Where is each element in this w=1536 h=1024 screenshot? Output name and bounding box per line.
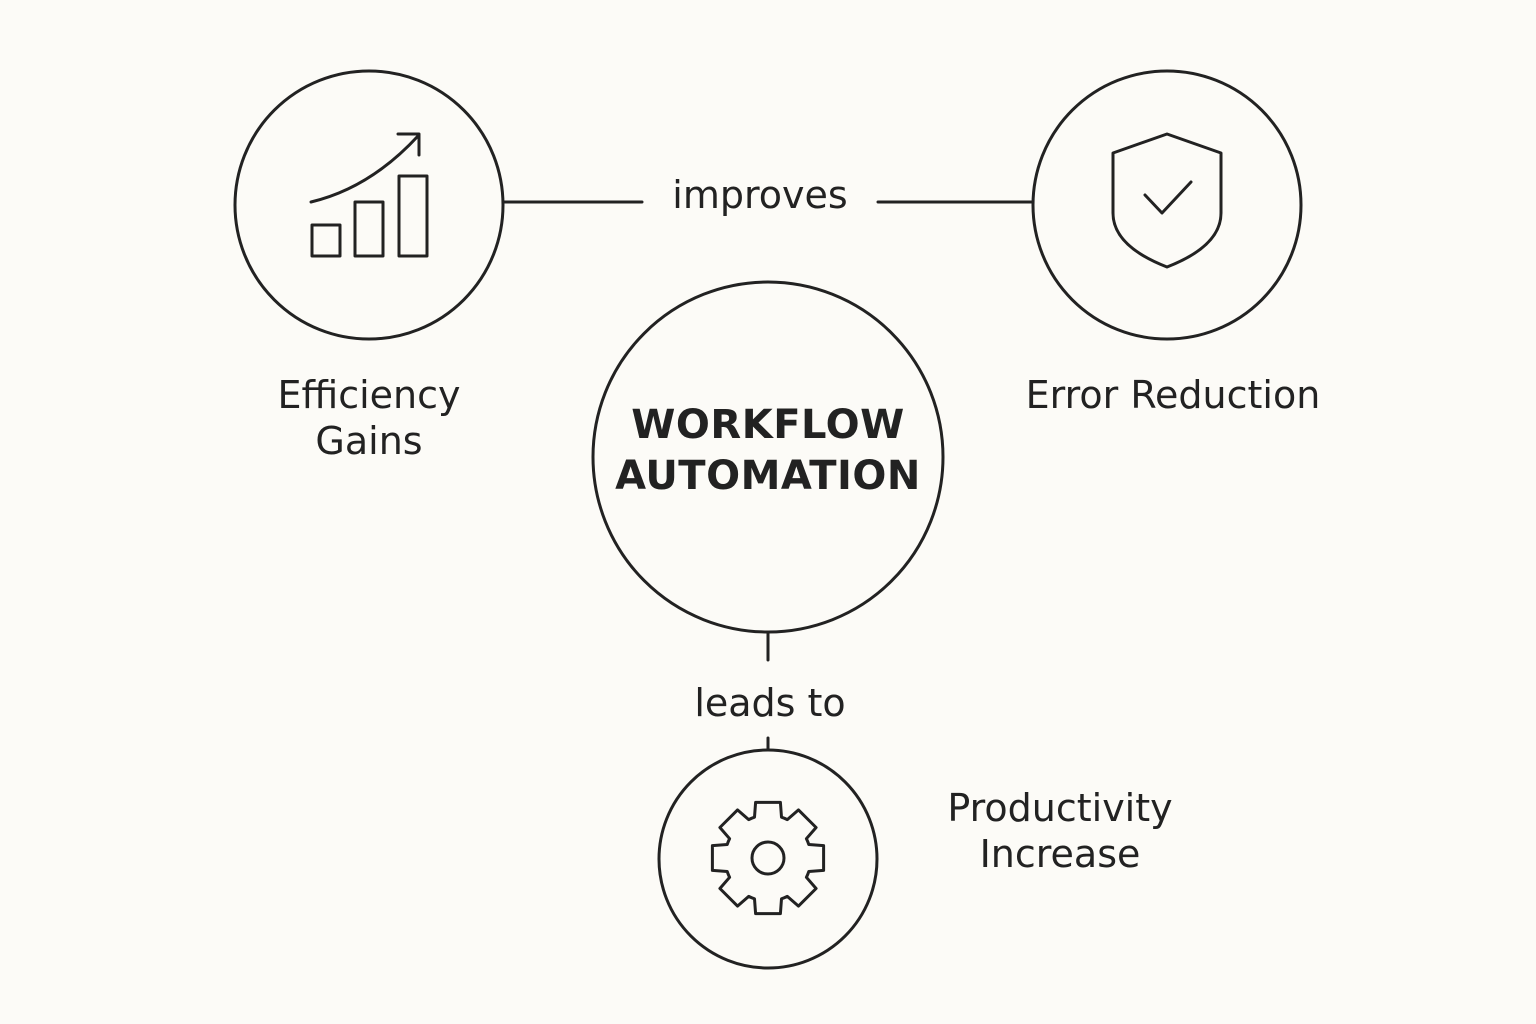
gear-icon	[710, 800, 826, 916]
efficiency-gains-label: Efficiency Gains	[269, 372, 469, 465]
center-label-line1: WORKFLOW	[631, 402, 905, 448]
shield-check-icon	[1111, 132, 1223, 269]
center-node-circle	[591, 280, 945, 634]
bar-chart-growth-icon	[309, 132, 429, 258]
error-reduction-label: Error Reduction	[1013, 372, 1333, 418]
leads-to-edge-label: leads to	[670, 680, 870, 726]
productivity-increase-label: Productivity Increase	[930, 785, 1190, 878]
leads-to-edge-label-text: leads to	[694, 681, 846, 725]
efficiency-node-circle	[233, 69, 505, 341]
workflow-automation-label: WORKFLOW AUTOMATION	[608, 400, 928, 502]
improves-edge-label-text: improves	[672, 173, 848, 217]
error-reduction-label-text: Error Reduction	[1025, 373, 1321, 417]
productivity-node-circle	[657, 748, 879, 970]
center-label-line2: AUTOMATION	[615, 453, 921, 500]
improves-edge-label: improves	[660, 172, 860, 218]
efficiency-gains-label-line1: Efficiency	[277, 373, 461, 417]
productivity-increase-label-line1: Productivity	[947, 786, 1173, 830]
efficiency-gains-label-line2: Gains	[315, 419, 423, 464]
error-node-circle	[1031, 69, 1303, 341]
productivity-increase-label-line2: Increase	[979, 832, 1141, 877]
